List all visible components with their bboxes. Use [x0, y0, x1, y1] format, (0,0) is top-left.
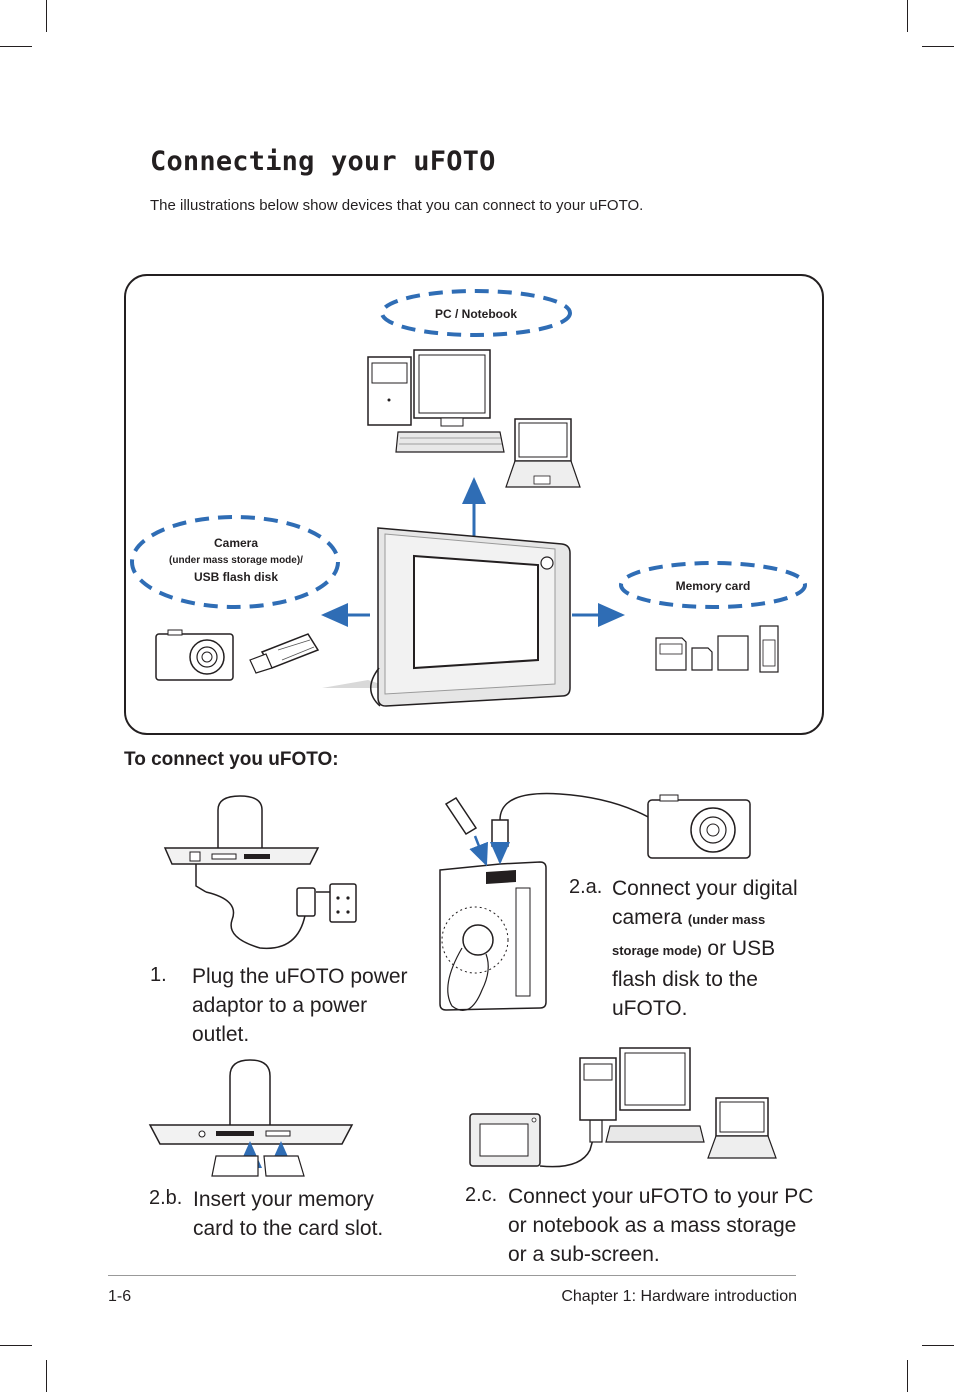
ufoto-frame-icon: [322, 527, 571, 707]
memory-card-label-ellipse: [619, 561, 807, 609]
usb-camera-illustration: [439, 792, 751, 1011]
crop-mark: [0, 1345, 32, 1346]
step-2a-line: storage mode) or USB: [612, 934, 798, 965]
step-1-line: Plug the uFOTO power: [192, 965, 408, 988]
step-2c-line: or a sub-screen.: [508, 1243, 660, 1266]
power-adaptor-illustration: [163, 795, 357, 950]
intro-text: The illustrations below show devices tha…: [150, 197, 644, 214]
step-2c-number: 2.c.: [465, 1184, 498, 1206]
camera-label-line1: Camera: [214, 536, 258, 550]
step-2b-number: 2.b.: [149, 1187, 183, 1209]
crop-mark: [0, 46, 32, 47]
step-2a-line: Connect your digital: [612, 877, 798, 900]
memory-card-insert-illustration: [148, 1059, 354, 1177]
desktop-pc-icon: [367, 349, 505, 453]
step-illustrations: [148, 792, 777, 1177]
step-2a-line: camera (under mass: [612, 903, 798, 934]
memory-cards-icon: [655, 625, 779, 673]
crop-mark: [922, 1345, 954, 1346]
pc-label-ellipse: [380, 289, 572, 337]
usb-flash-disk-icon: [249, 633, 320, 674]
step-2c-line: or notebook as a mass storage: [508, 1214, 797, 1237]
step-2b-line: Insert your memory: [193, 1188, 374, 1211]
step-2c-text: Connect your uFOTO to your PC or noteboo…: [508, 1182, 813, 1269]
camera-icon: [155, 629, 234, 681]
step-2a-text-fragment: or USB: [707, 937, 776, 960]
step-2a-text-fragment: camera: [612, 906, 683, 929]
pc-connection-illustration: [469, 1047, 777, 1168]
notebook-icon: [505, 418, 581, 488]
memory-card-label: Memory card: [676, 579, 751, 593]
section-heading: To connect you uFOTO:: [124, 749, 339, 770]
step-2a-small-text: storage mode): [612, 943, 702, 958]
step-2a-small-text: (under mass: [687, 912, 766, 927]
step-1-number: 1.: [150, 964, 167, 986]
crop-mark: [46, 0, 47, 32]
step-2c-line: Connect your uFOTO to your PC: [508, 1185, 814, 1208]
camera-label-line3: USB flash disk: [194, 570, 278, 584]
connection-diagram: PC / Notebook Camera (under mass storage…: [124, 274, 824, 735]
camera-label-line2: (under mass storage mode)/: [169, 555, 303, 566]
crop-mark: [907, 1360, 908, 1392]
crop-mark: [907, 0, 908, 32]
step-1-line: adaptor to a power: [192, 994, 368, 1017]
chapter-title: Chapter 1: Hardware introduction: [561, 1288, 797, 1305]
step-2b-line: card to the card slot.: [193, 1217, 384, 1240]
step-2a-line: uFOTO.: [612, 997, 688, 1020]
pc-label: PC / Notebook: [435, 307, 517, 321]
camera-label-ellipse: [130, 515, 340, 609]
step-1-line: outlet.: [192, 1023, 250, 1046]
step-1-text: Plug the uFOTO power adaptor to a power …: [192, 962, 408, 1049]
step-2a-number: 2.a.: [569, 876, 603, 898]
page-number: 1-6: [108, 1288, 132, 1305]
step-2b-text: Insert your memory card to the card slot…: [193, 1185, 383, 1243]
crop-mark: [46, 1360, 47, 1392]
page-title: Connecting your uFOTO: [150, 146, 496, 177]
step-2a-line: flash disk to the: [612, 968, 758, 991]
crop-mark: [922, 46, 954, 47]
footer-divider: [108, 1275, 796, 1276]
step-2a-text: Connect your digital camera (under mass …: [612, 874, 798, 1023]
